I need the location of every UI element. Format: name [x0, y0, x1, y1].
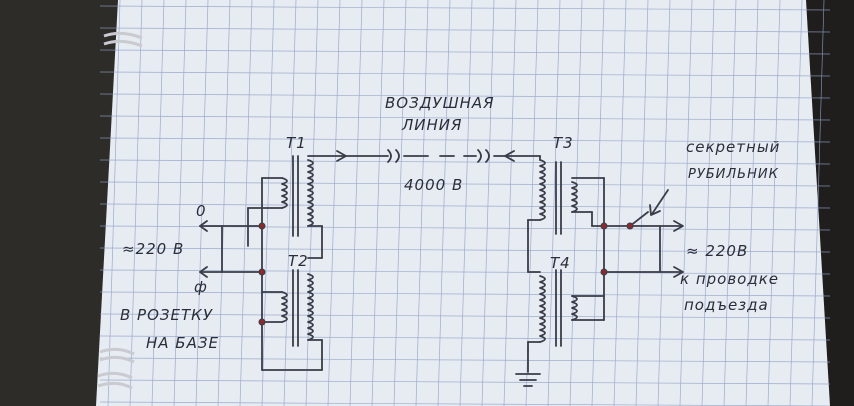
- secret-switch-label-1: секретный: [686, 138, 780, 156]
- spiral-binding: [97, 31, 143, 390]
- junction-dots: [258, 222, 634, 326]
- left-voltage-label: ≈220 В: [122, 240, 184, 258]
- phase-label: ф: [194, 278, 208, 296]
- overhead-line-title-1: ВОЗДУШНАЯ: [385, 94, 495, 112]
- right-note-line1: к проводке: [680, 270, 779, 288]
- notebook-page: [96, 0, 830, 406]
- transformer-t2-label: Т2: [288, 252, 309, 270]
- right-note-line2: подъезда: [684, 296, 769, 314]
- left-note-line1: В РОЗЕТКУ: [120, 306, 213, 324]
- right-voltage-label: ≈ 220В: [686, 242, 748, 260]
- line-voltage-label: 4000 В: [404, 176, 463, 194]
- graph-paper-grid: [99, 0, 831, 406]
- secret-switch-label-2: РУБИЛЬНИК: [688, 167, 779, 182]
- transformer-t4-label: Т4: [550, 254, 571, 272]
- transformer-t3-label: Т3: [553, 134, 574, 152]
- neutral-label: 0: [196, 202, 207, 220]
- left-note-line2: НА БАЗЕ: [146, 334, 219, 352]
- overhead-line-title-2: ЛИНИЯ: [401, 116, 462, 134]
- transformer-t1-label: Т1: [286, 134, 307, 152]
